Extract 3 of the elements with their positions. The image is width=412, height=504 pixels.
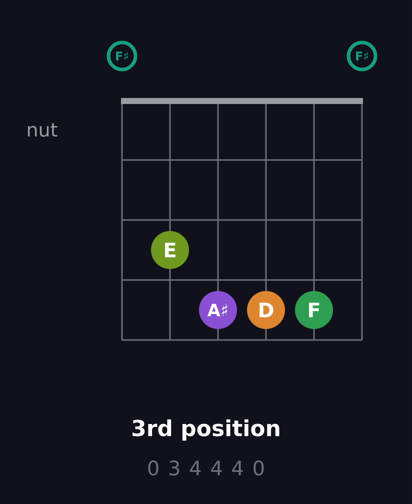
label: nut bbox=[28, 123, 58, 137]
title: 3rd position bbox=[132, 419, 280, 441]
fingering-label: 0 3 4 4 4 0 bbox=[148, 460, 264, 476]
